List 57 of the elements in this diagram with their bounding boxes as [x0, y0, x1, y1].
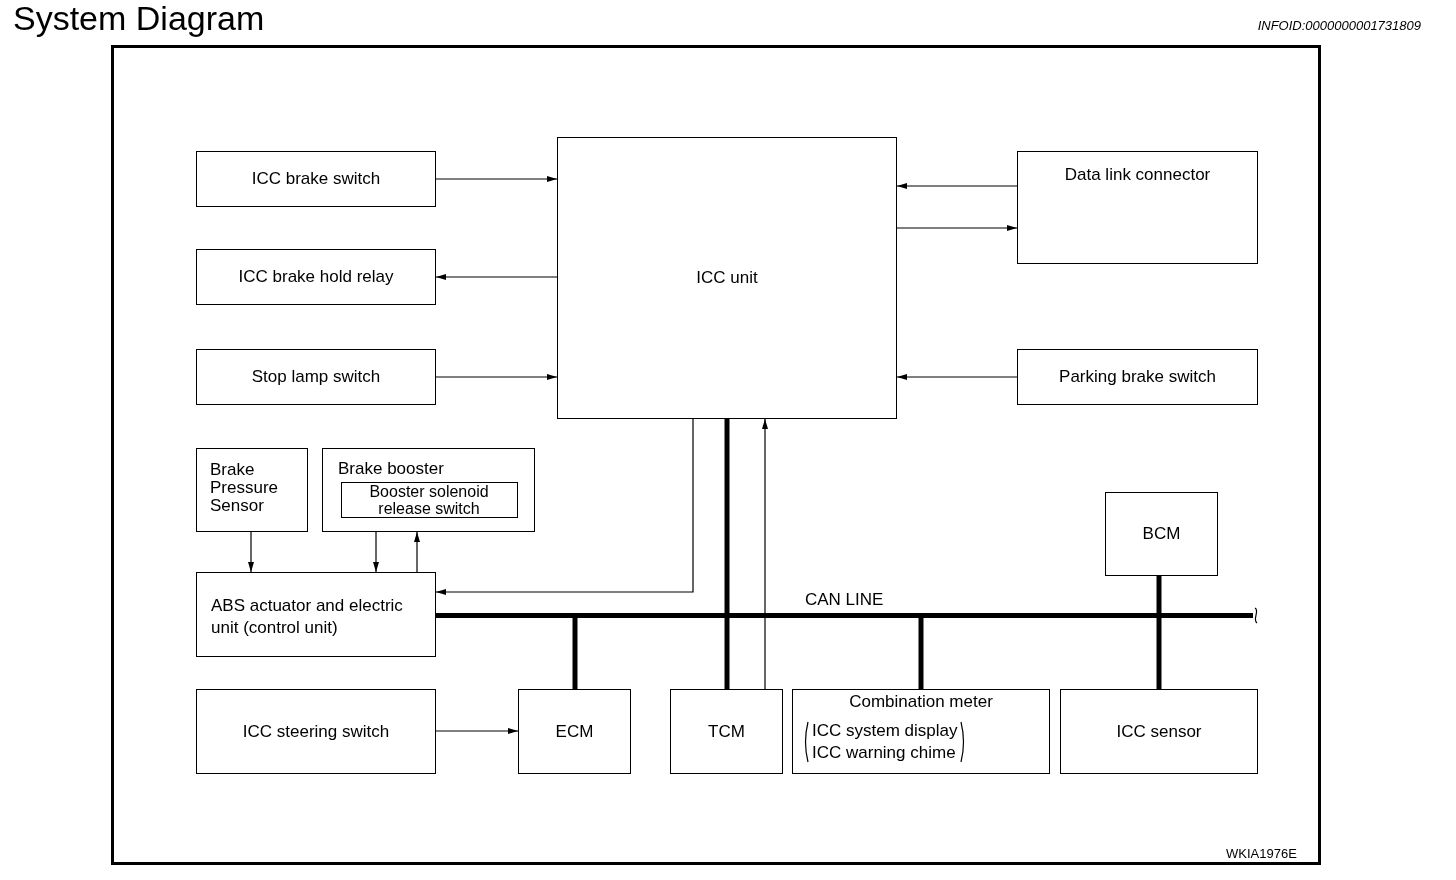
- component-box: [792, 689, 1050, 774]
- arrow: [762, 418, 768, 690]
- arrow: [373, 531, 379, 573]
- component-label: ICC brake hold relay: [238, 267, 394, 287]
- arrow: [248, 531, 254, 573]
- arrow: [435, 176, 558, 182]
- component-box: [196, 448, 308, 532]
- component-label: ICC steering switch: [242, 721, 390, 742]
- bus-label: CAN LINE: [805, 590, 884, 610]
- component-label: ECM: [555, 721, 594, 742]
- connector-line: [436, 613, 470, 618]
- arrow: [435, 728, 519, 734]
- document-id-label: INFOID:0000000001731809: [1257, 18, 1421, 34]
- arrow: [896, 225, 1018, 231]
- component-label: ICC unit: [696, 268, 758, 288]
- component-box: [670, 689, 783, 774]
- component-label: ICC sensor: [1116, 721, 1202, 742]
- component-label: Parking brake switch: [1059, 367, 1216, 387]
- component-box: [1060, 689, 1258, 774]
- arrow: [896, 183, 1018, 189]
- component-box: [196, 689, 436, 774]
- connector-line: [724, 419, 730, 613]
- figure-code-label: WKIA1976E: [1226, 846, 1297, 862]
- component-label: Stop lamp switch: [251, 367, 381, 387]
- component-box: [196, 249, 436, 305]
- function-label: ICC warning chime: [812, 743, 956, 763]
- arrow: [435, 374, 558, 380]
- component-box: [557, 137, 897, 419]
- component-box: [196, 151, 436, 207]
- component-label: Booster solenoid release switch: [368, 482, 490, 517]
- arrow: [435, 418, 694, 595]
- component-label: BCM: [1142, 524, 1181, 544]
- component-box: [196, 349, 436, 405]
- connector-line: [1156, 576, 1162, 613]
- component-label: ABS actuator and electric unit (control unit): [211, 594, 404, 639]
- component-box: [340, 481, 518, 518]
- component-label: Combination meter: [848, 692, 994, 712]
- connector-line: [918, 618, 924, 689]
- arrow: [896, 374, 1018, 380]
- component-box: [1105, 492, 1218, 576]
- connector-line: [1156, 618, 1162, 689]
- connector-line: [572, 618, 578, 689]
- connector-line: [724, 618, 730, 689]
- diagram-title: System Diagram: [13, 0, 265, 38]
- component-box: [518, 689, 631, 774]
- arrow: [414, 531, 420, 573]
- component-label: Brake Pressure Sensor: [210, 461, 280, 515]
- component-label: ICC brake switch: [251, 169, 381, 189]
- component-box: [196, 572, 436, 657]
- component-box: [1017, 151, 1258, 264]
- component-label: Data link connector: [1064, 165, 1211, 185]
- function-label: ICC system display: [812, 721, 958, 741]
- component-box: [1017, 349, 1258, 405]
- component-label: TCM: [708, 721, 745, 742]
- component-box: [322, 448, 535, 532]
- arrow: [435, 274, 558, 280]
- component-label: Brake booster: [338, 459, 444, 479]
